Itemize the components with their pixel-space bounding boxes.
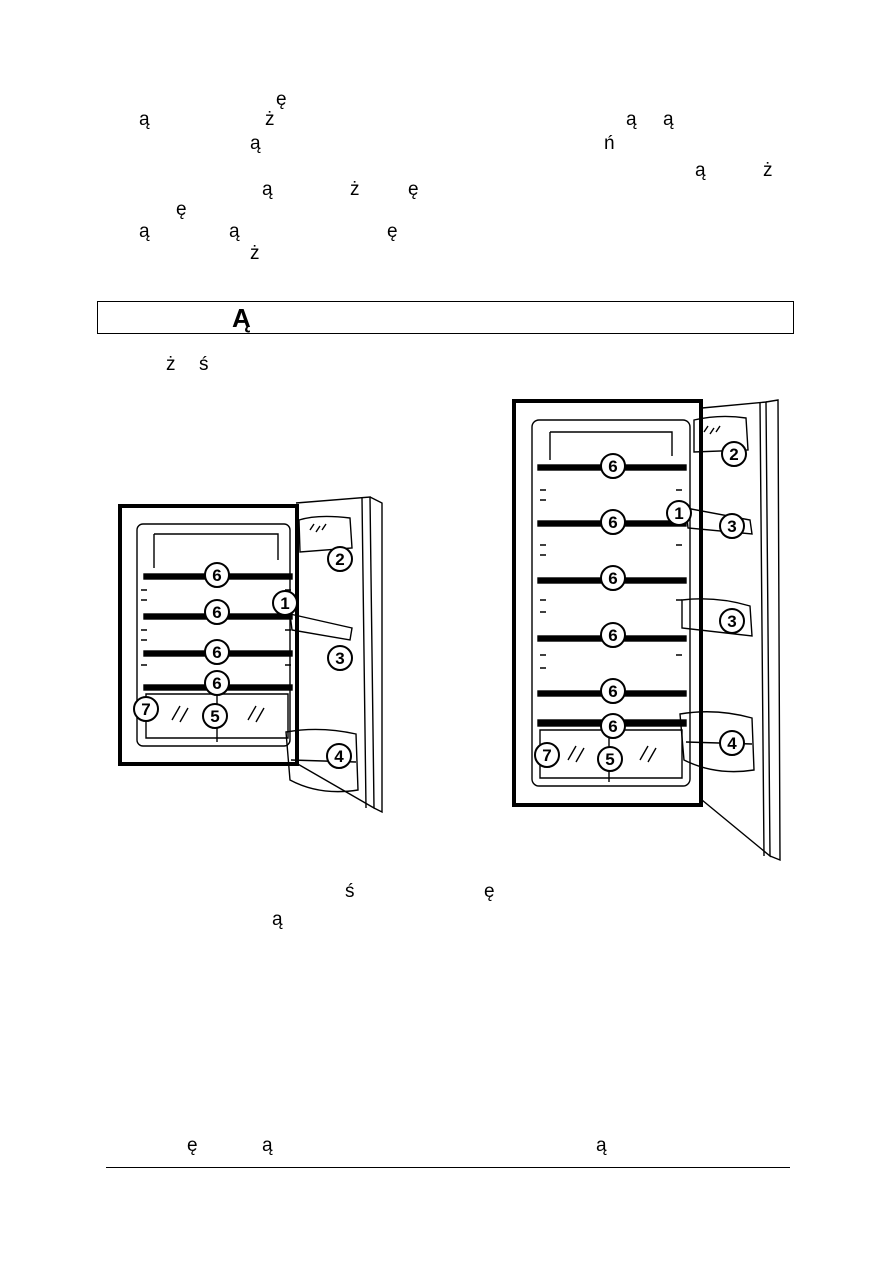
text-fragment: ą — [626, 109, 637, 130]
svg-text:4: 4 — [727, 734, 737, 753]
small-callouts: 2 6 1 6 3 6 6 7 5 4 — [133, 546, 353, 769]
svg-text:1: 1 — [674, 504, 683, 523]
svg-text:6: 6 — [608, 569, 617, 588]
small-callout-5: 5 — [202, 703, 228, 729]
svg-text:6: 6 — [212, 674, 221, 693]
text-fragment: ę — [387, 221, 398, 242]
small-callout-7: 7 — [133, 696, 159, 722]
svg-text:6: 6 — [212, 603, 221, 622]
text-fragment: ż — [166, 354, 176, 375]
text-fragment: ś — [345, 881, 355, 902]
small-callout-1: 1 — [272, 590, 298, 616]
large-callout-6b: 6 — [600, 509, 626, 535]
large-callout-2: 2 — [721, 441, 747, 467]
small-callout-6d: 6 — [204, 670, 230, 696]
svg-text:6: 6 — [212, 566, 221, 585]
large-callout-6f: 6 — [600, 713, 626, 739]
svg-text:5: 5 — [210, 707, 219, 726]
svg-text:2: 2 — [729, 445, 738, 464]
svg-text:6: 6 — [608, 626, 617, 645]
text-fragment: ą — [139, 221, 150, 242]
svg-text:6: 6 — [212, 643, 221, 662]
text-fragment: ś — [199, 354, 209, 375]
text-fragment: ą — [272, 909, 283, 930]
svg-text:7: 7 — [542, 746, 551, 765]
small-callout-6c: 6 — [204, 639, 230, 665]
text-fragment: ą — [250, 133, 261, 154]
section-heading: Ą — [232, 303, 251, 333]
text-fragment: ą — [695, 160, 706, 181]
svg-text:6: 6 — [608, 717, 617, 736]
text-fragment: ż — [265, 109, 275, 130]
text-fragment: ż — [250, 243, 260, 264]
text-fragment: ą — [663, 109, 674, 130]
text-fragment: ę — [408, 179, 419, 200]
text-fragment: ę — [276, 89, 287, 110]
svg-text:4: 4 — [334, 747, 344, 766]
large-callouts: 2 6 1 6 3 6 3 6 6 6 4 7 5 — [534, 441, 747, 772]
large-callout-6e: 6 — [600, 678, 626, 704]
text-fragment: ą — [262, 179, 273, 200]
svg-text:3: 3 — [335, 649, 344, 668]
large-callout-3b: 3 — [719, 608, 745, 634]
large-callout-6a: 6 — [600, 453, 626, 479]
svg-text:3: 3 — [727, 612, 736, 631]
footer-fragment: ą — [596, 1135, 607, 1156]
svg-text:6: 6 — [608, 682, 617, 701]
svg-text:7: 7 — [141, 700, 150, 719]
large-callout-6c: 6 — [600, 565, 626, 591]
svg-text:5: 5 — [605, 750, 614, 769]
large-callout-4: 4 — [719, 730, 745, 756]
section-heading-box — [97, 301, 794, 334]
svg-text:2: 2 — [335, 550, 344, 569]
text-fragment: ę — [484, 881, 495, 902]
large-callout-3a: 3 — [719, 513, 745, 539]
footer-fragment: ę — [187, 1135, 198, 1156]
large-callout-6d: 6 — [600, 622, 626, 648]
svg-text:3: 3 — [727, 517, 736, 536]
footer-rule — [106, 1167, 790, 1168]
small-callout-6a: 6 — [204, 562, 230, 588]
small-callout-2: 2 — [327, 546, 353, 572]
svg-text:1: 1 — [280, 594, 289, 613]
text-fragment: ż — [350, 179, 360, 200]
text-fragment: ę — [176, 199, 187, 220]
small-callout-6b: 6 — [204, 599, 230, 625]
svg-text:6: 6 — [608, 513, 617, 532]
large-callout-7: 7 — [534, 742, 560, 768]
text-fragment: ą — [139, 109, 150, 130]
text-fragment: ż — [763, 160, 773, 181]
large-callout-5: 5 — [597, 746, 623, 772]
small-callout-3: 3 — [327, 645, 353, 671]
small-callout-4: 4 — [326, 743, 352, 769]
text-fragment: ą — [229, 221, 240, 242]
svg-text:6: 6 — [608, 457, 617, 476]
text-fragment: ń — [604, 133, 615, 154]
large-callout-1: 1 — [666, 500, 692, 526]
footer-fragment: ą — [262, 1135, 273, 1156]
